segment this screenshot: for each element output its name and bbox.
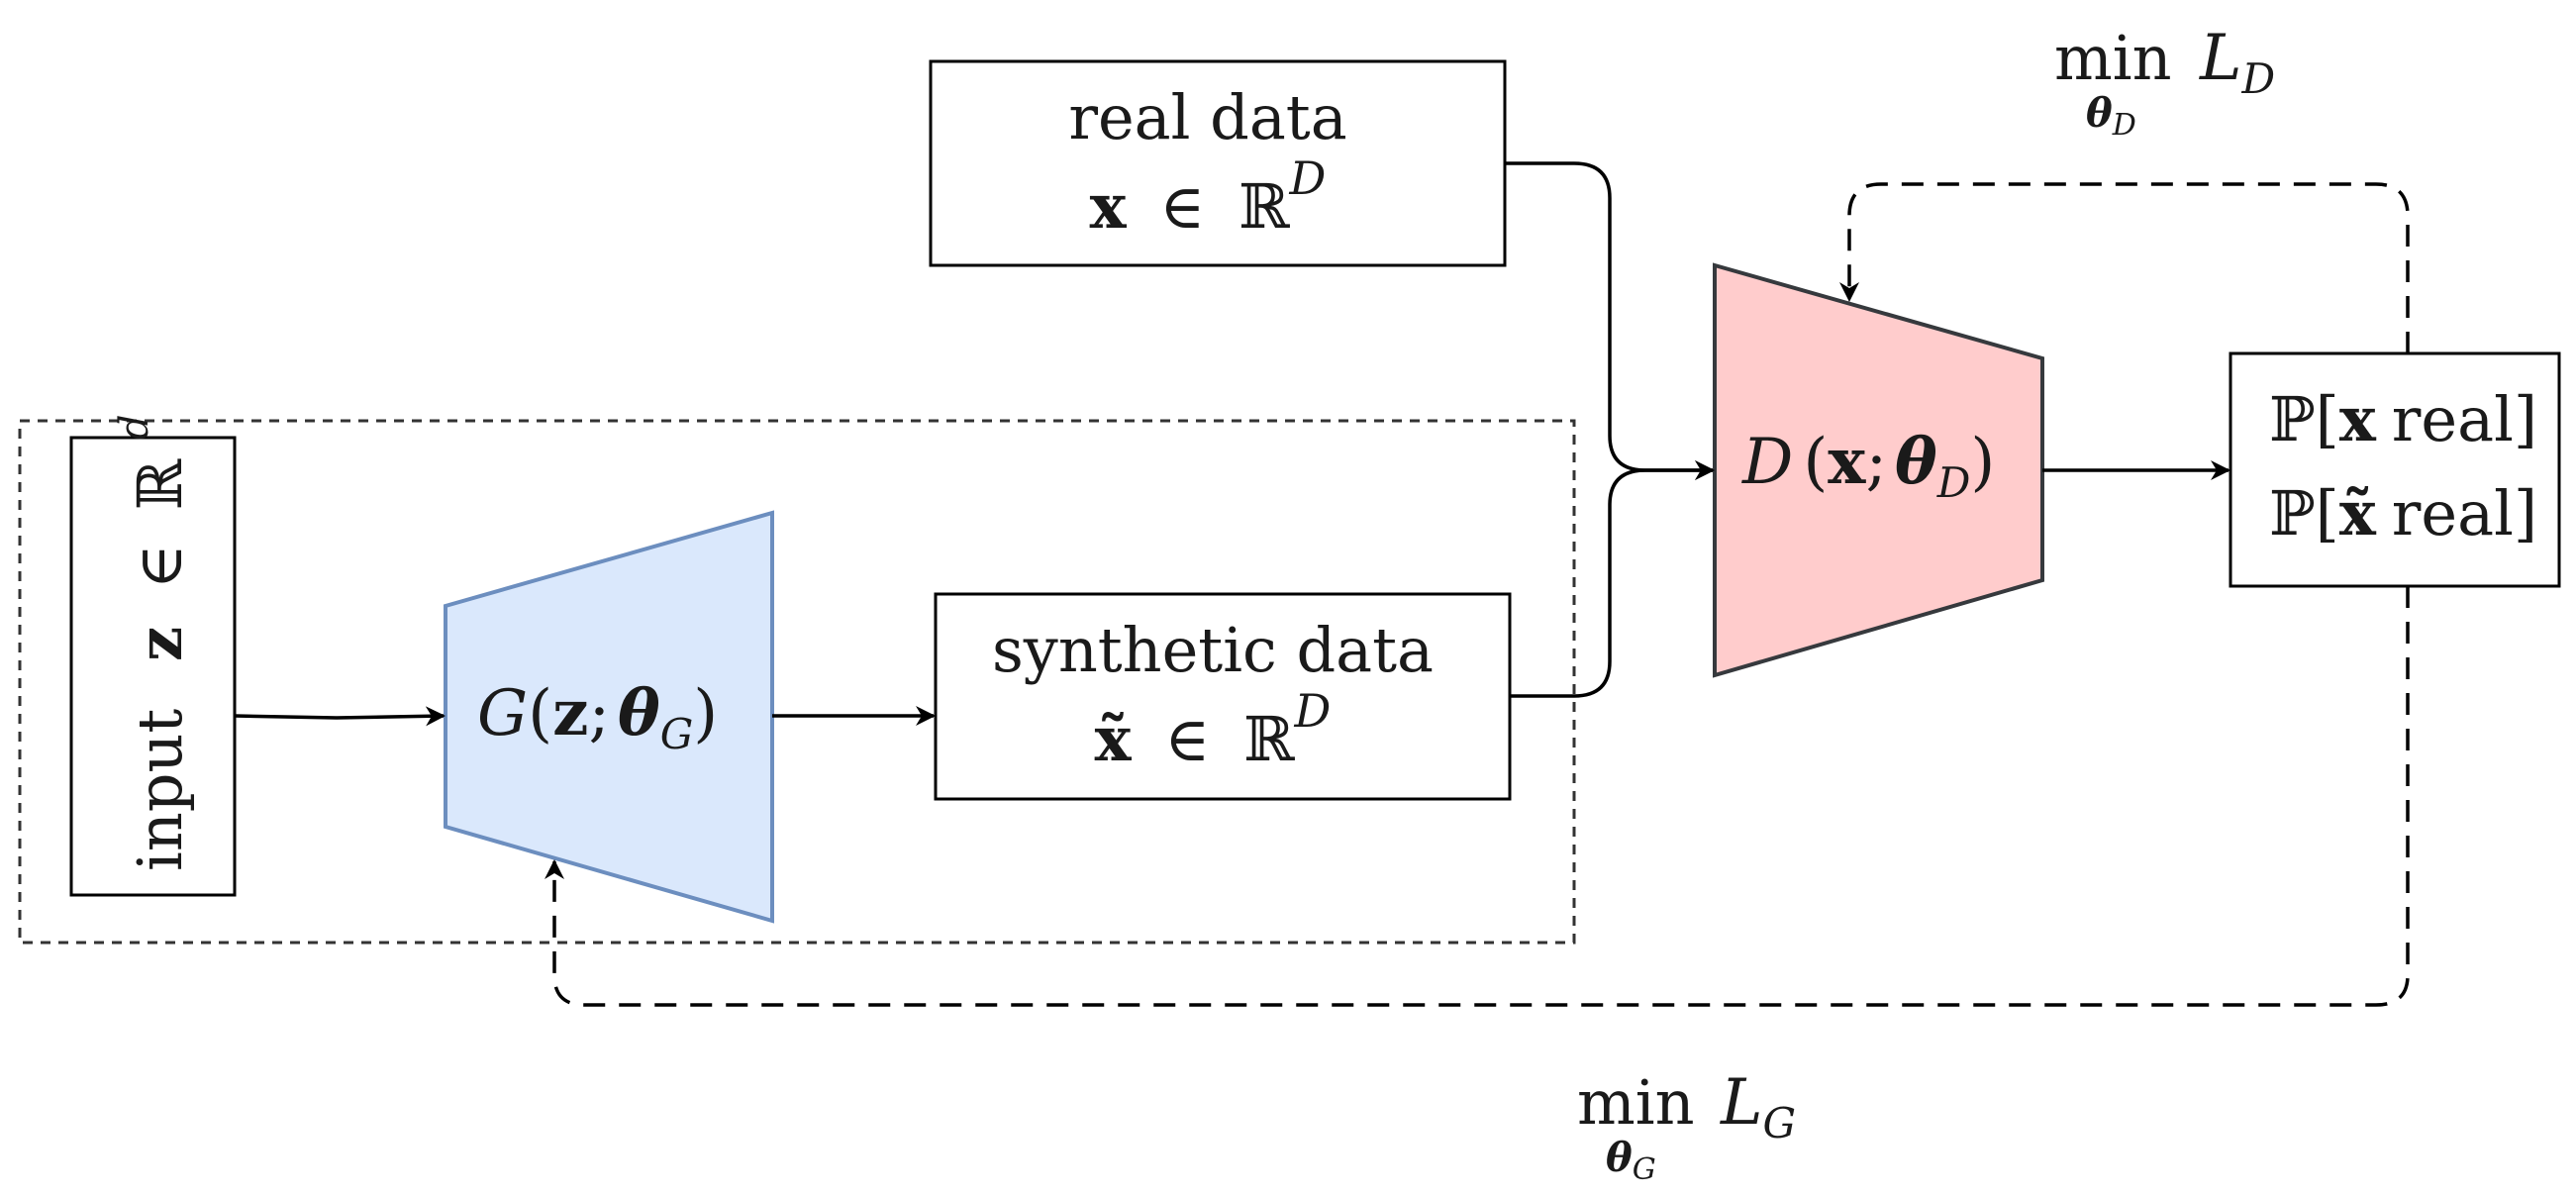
loss-g-loss: L	[1720, 1066, 1763, 1140]
arrow-synthetic-to-discriminator	[1510, 460, 1715, 698]
generator-var: z	[552, 676, 588, 750]
loss-g-param: θ	[1606, 1135, 1633, 1181]
discriminator-block: D(x;θD)	[1713, 262, 2044, 678]
generator-sep: ;	[588, 677, 610, 750]
input-var: z	[124, 627, 196, 661]
discriminator-sub: D	[1936, 458, 1971, 507]
loss-d-main: LD	[2199, 22, 2275, 103]
output-box-frame	[2229, 351, 2561, 588]
output-line-synthetic: ℙ[x̃real]	[2269, 477, 2537, 549]
loss-d-op: min	[2054, 22, 2172, 94]
real-data-var: x	[1090, 170, 1128, 243]
discriminator-shape	[1713, 262, 2044, 678]
generator-open: (	[528, 677, 552, 750]
loss-d-param: θ	[2086, 90, 2113, 137]
loss-g-param-text: θG	[1606, 1135, 1656, 1187]
generator-label: G(z;θG)	[477, 676, 718, 758]
arrow-real-to-discriminator	[1505, 161, 1715, 480]
feedback-loop-generator	[545, 586, 2410, 1007]
synthetic-data-elem: ∈	[1164, 703, 1210, 775]
output-open-1: [	[2316, 383, 2339, 455]
synthetic-data-math: x̃ ∈ ℝD	[1095, 684, 1332, 775]
discriminator-open: (	[1803, 426, 1828, 499]
output-var-1: x	[2339, 383, 2377, 455]
loss-d-loss: L	[2199, 22, 2242, 95]
input-space: ℝ	[124, 458, 196, 510]
discriminator-param: θ	[1895, 425, 1937, 499]
output-word-1: real	[2392, 383, 2514, 455]
generator-fn: G	[477, 677, 528, 750]
synthetic-data-space: ℝ	[1243, 703, 1295, 775]
real-data-math: x ∈ ℝD	[1090, 151, 1327, 243]
loss-d-loss-sub: D	[2241, 54, 2276, 103]
generator-param: θ	[618, 676, 660, 750]
generator-group-frame	[18, 419, 1576, 945]
input-label: input z ∈ ℝ d	[112, 415, 196, 871]
generator-shape	[444, 510, 774, 924]
discriminator-fn: D	[1741, 426, 1793, 499]
loss-g-main: LG	[1720, 1066, 1796, 1147]
output-word-2: real	[2392, 477, 2514, 549]
real-data-box: real data x ∈ ℝD	[929, 59, 1507, 267]
loss-d-param-text: θD	[2086, 90, 2136, 143]
feedback-loop-discriminator	[1839, 182, 2410, 353]
real-data-title: real data	[1068, 81, 1346, 153]
generator-close: )	[693, 677, 718, 750]
input-exp: d	[112, 415, 157, 441]
output-prob-1: ℙ	[2269, 383, 2316, 455]
output-var-2: x̃	[2339, 477, 2377, 549]
input-box: input z ∈ ℝ d	[69, 415, 237, 897]
synthetic-data-title: synthetic data	[992, 614, 1434, 686]
loss-g-param-sub: G	[1633, 1152, 1656, 1187]
loss-g-op: min	[1577, 1066, 1695, 1139]
arrow-input-to-generator	[234, 706, 446, 727]
generator-block: G(z;θG)	[444, 510, 774, 924]
synthetic-data-frame	[934, 592, 1512, 801]
input-box-frame	[69, 436, 237, 897]
loss-g-loss-sub: G	[1763, 1099, 1797, 1147]
real-data-frame	[929, 59, 1507, 267]
output-close-1: ]	[2514, 383, 2537, 455]
output-prob-2: ℙ	[2269, 477, 2316, 549]
loss-generator-label: min LG θG	[1577, 1066, 1796, 1187]
synthetic-data-exp: D	[1293, 684, 1331, 738]
generator-sub: G	[660, 710, 694, 758]
real-data-exp: D	[1288, 151, 1326, 205]
discriminator-label: D(x;θD)	[1741, 425, 1995, 507]
synthetic-data-box: synthetic data x̃ ∈ ℝD	[934, 592, 1512, 801]
discriminator-var: x	[1828, 425, 1866, 499]
input-word: input	[124, 709, 196, 871]
loss-d-param-sub: D	[2112, 108, 2136, 143]
output-open-2: [	[2316, 477, 2339, 549]
synthetic-data-var: x̃	[1095, 703, 1133, 775]
real-data-space: ℝ	[1238, 170, 1290, 243]
input-elem: ∈	[124, 544, 196, 589]
loss-discriminator-label: min LD θD	[2054, 22, 2275, 143]
discriminator-sep: ;	[1865, 426, 1887, 499]
output-close-2: ]	[2514, 477, 2537, 549]
real-data-elem: ∈	[1159, 170, 1205, 243]
discriminator-close: )	[1970, 426, 1995, 499]
